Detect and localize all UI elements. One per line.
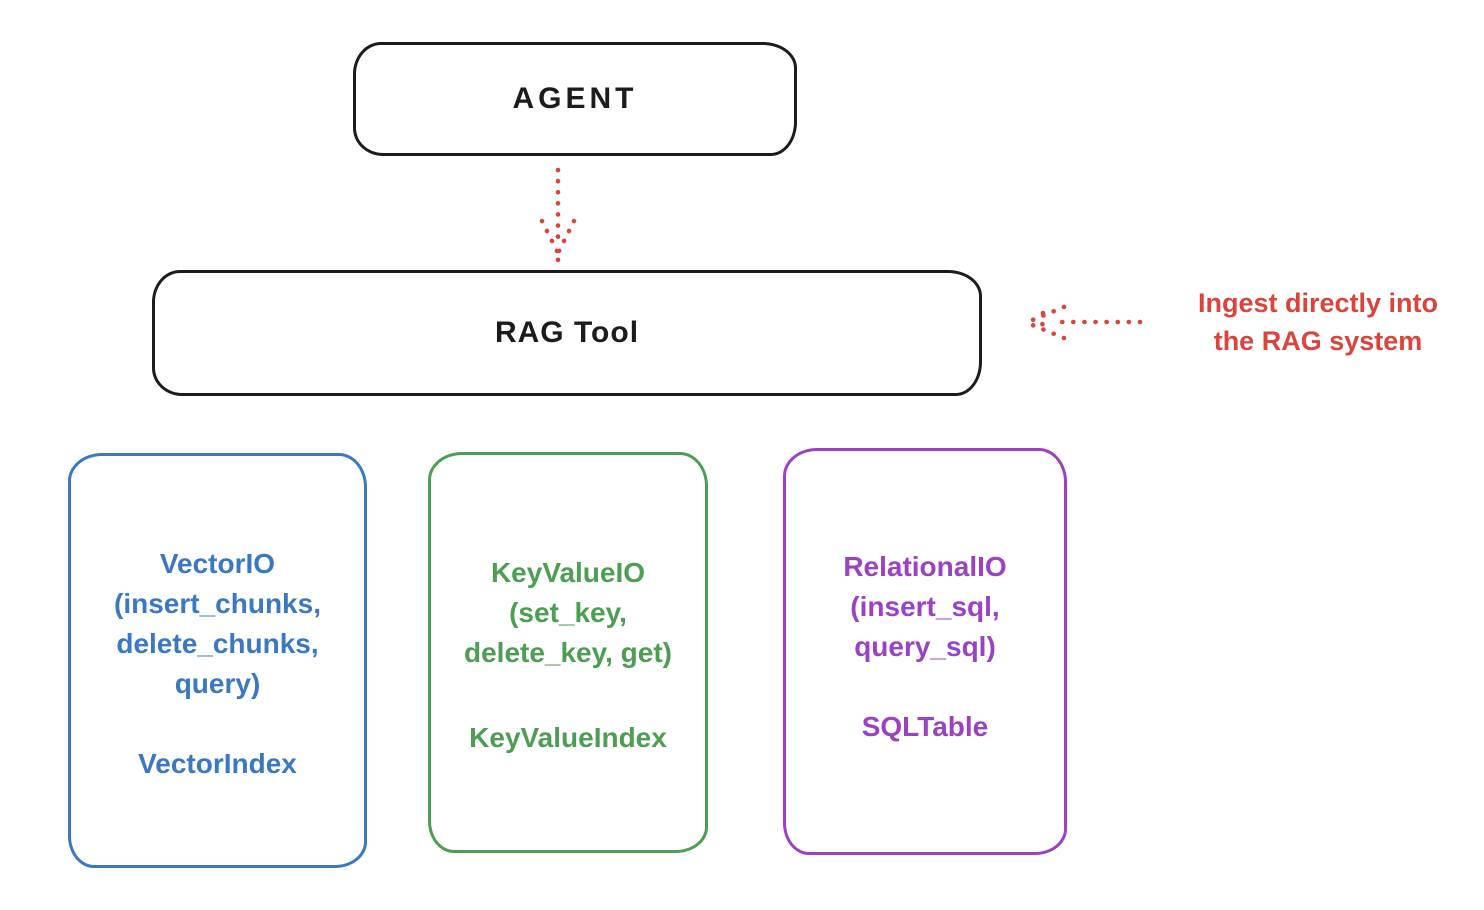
vectorio-index-label: VectorIndex — [138, 748, 297, 779]
relationalio-title: RelationalIO — [843, 551, 1007, 582]
vectorio-node: VectorIO (insert_chunks, delete_chunks, … — [68, 453, 367, 868]
relationalio-index-label: SQLTable — [861, 711, 989, 742]
keyvalueio-param-line: (set_key, — [509, 597, 627, 628]
vectorio-param-line: query) — [174, 668, 261, 699]
rag-tool-node: RAG Tool — [152, 270, 982, 396]
keyvalueio-title: KeyValueIO — [490, 557, 646, 588]
agent-label: AGENT — [512, 82, 638, 115]
relationalio-param-line: query_sql) — [854, 631, 996, 662]
relationalio-param-line: (insert_sql, — [850, 591, 1000, 622]
ingest-annotation: Ingest directly into the RAG system — [1140, 284, 1484, 360]
relationalio-node: RelationalIO (insert_sql, query_sql) SQL… — [783, 448, 1067, 855]
vectorio-param-line: (insert_chunks, — [114, 588, 321, 619]
ingest-annotation-line1: Ingest directly into — [1197, 288, 1439, 318]
agent-to-ragtool-arrow — [539, 167, 577, 263]
rag-tool-label: RAG Tool — [494, 316, 640, 349]
keyvalueio-index-label: KeyValueIndex — [469, 722, 667, 753]
keyvalueio-node: KeyValueIO (set_key, delete_key, get) Ke… — [428, 452, 708, 853]
vectorio-param-line: delete_chunks, — [116, 628, 319, 659]
annotation-to-ragtool-arrow — [1027, 304, 1143, 341]
vectorio-title: VectorIO — [159, 548, 276, 579]
agent-node: AGENT — [353, 42, 797, 156]
keyvalueio-param-line: delete_key, get) — [463, 637, 673, 668]
ingest-annotation-line2: the RAG system — [1213, 326, 1423, 356]
